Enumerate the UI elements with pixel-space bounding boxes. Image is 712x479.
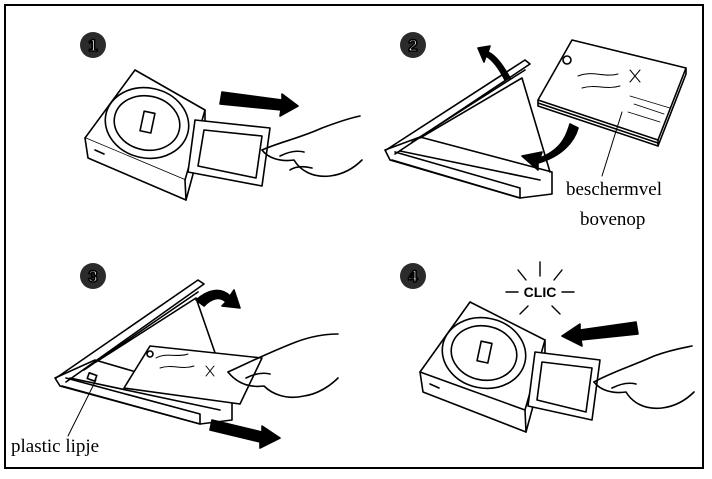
arrow-open-lid-icon <box>477 45 511 81</box>
step-4-number: 4 <box>408 267 418 286</box>
arrow-close-lid-icon <box>195 289 241 309</box>
step-2-panel: 2 <box>384 32 687 199</box>
protective-sheet-label-line2: bovenop <box>580 209 646 230</box>
click-burst-icon <box>505 261 575 315</box>
step-1-badge: 1 <box>80 32 106 58</box>
step-2-badge: 2 <box>400 32 426 58</box>
step-2-number: 2 <box>408 36 417 55</box>
step-3-number: 3 <box>88 267 97 286</box>
step-1-number: 1 <box>88 36 97 55</box>
paper-tray-1 <box>187 119 271 187</box>
paper-pack <box>537 39 687 147</box>
click-sound-label: CLIC <box>524 284 557 300</box>
plastic-tab-leader <box>67 379 97 437</box>
arrow-pull-right-icon <box>219 91 299 117</box>
printer-body-4 <box>419 301 546 433</box>
paper-sheet <box>123 345 263 405</box>
arrow-push-tray-icon <box>209 419 281 449</box>
hand-3 <box>227 333 339 399</box>
plastic-tab-label: plastic lipje <box>11 436 100 457</box>
step-1-panel: 1 <box>80 32 363 201</box>
arrow-insert-left-icon <box>561 321 639 347</box>
hand-4 <box>593 345 695 410</box>
open-tray-2 <box>384 59 553 199</box>
protective-sheet-label-line1: beschermvel <box>566 179 663 200</box>
open-tray-3 <box>54 279 233 425</box>
protective-sheet-leader <box>601 111 623 177</box>
hand-1 <box>261 115 363 178</box>
arrow-insert-paper-icon <box>521 123 579 171</box>
step-3-panel: 3 <box>54 263 339 449</box>
step-3-badge: 3 <box>80 263 106 289</box>
printer-body-1 <box>84 69 206 201</box>
paper-tray-4 <box>527 351 601 421</box>
step-4-badge: 4 <box>400 263 426 289</box>
step-4-panel: 4 <box>400 261 695 433</box>
